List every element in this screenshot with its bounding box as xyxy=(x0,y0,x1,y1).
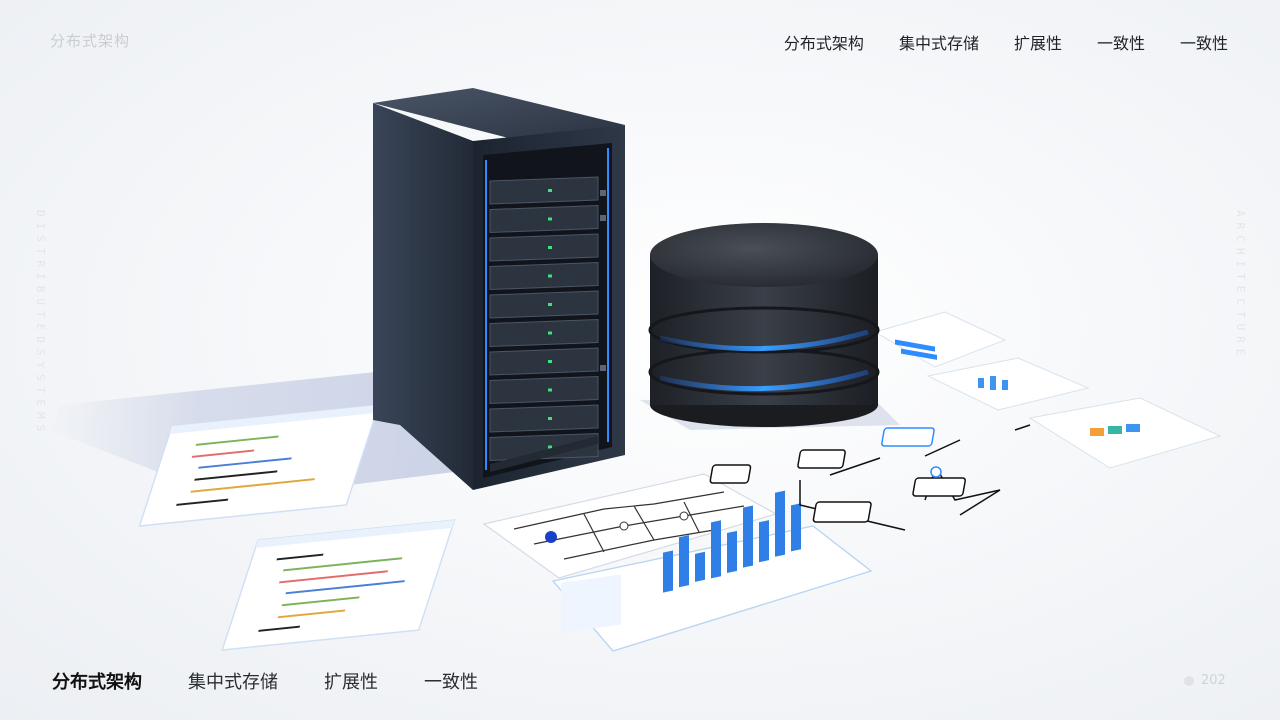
code-card-2 xyxy=(221,519,456,651)
server-led xyxy=(548,388,552,392)
top-nav-item-centralized-storage[interactable]: 集中式存储 xyxy=(898,34,979,53)
top-nav-item-consistency[interactable]: 一致性 xyxy=(1096,34,1145,53)
top-nav-item-distributed-architecture[interactable]: 分布式架构 xyxy=(783,34,864,53)
bar-chart-card xyxy=(551,490,873,652)
server-bay xyxy=(489,233,599,262)
circuit-node-highlight xyxy=(545,531,557,543)
page-number: 202 xyxy=(1201,673,1226,688)
server-bay xyxy=(489,261,599,291)
mini-chart-card-3 xyxy=(1028,397,1222,469)
server-bay xyxy=(489,290,599,319)
bottom-nav-item-consistency[interactable]: 一致性 xyxy=(424,672,478,693)
server-bay xyxy=(489,204,599,234)
server-led xyxy=(548,274,552,278)
server-bays xyxy=(489,176,599,472)
dot-icon xyxy=(1184,675,1194,686)
server-bay xyxy=(489,404,599,433)
database-cylinder-icon xyxy=(648,223,880,427)
decorative-vertical-text-left: DISTRIBUTEDSYSTEMS xyxy=(34,210,47,438)
server-bay xyxy=(489,176,599,205)
server-bay xyxy=(489,347,599,376)
server-bay xyxy=(489,432,599,462)
server-led xyxy=(548,417,552,420)
top-nav-item-scalability[interactable]: 扩展性 xyxy=(1013,34,1062,53)
decorative-vertical-text-right: ARCHITECTURE xyxy=(1234,210,1247,362)
brand-logo[interactable]: 分布式架构 xyxy=(50,32,131,50)
bottom-nav: 分布式架构 集中式存储 扩展性 一致性 xyxy=(52,668,478,694)
bottom-nav-item-centralized-storage[interactable]: 集中式存储 xyxy=(188,672,278,693)
bottom-nav-item-distributed-architecture[interactable]: 分布式架构 xyxy=(52,672,142,693)
mini-chart-card-1 xyxy=(873,311,1007,368)
server-top xyxy=(373,88,625,141)
server-bay xyxy=(489,318,599,348)
top-nav: 分布式架构 集中式存储 扩展性 一致性 一致性 xyxy=(784,30,1228,54)
server-led xyxy=(548,189,552,192)
page-indicator: 202 xyxy=(1184,673,1226,688)
server-side xyxy=(373,103,473,490)
code-card-1 xyxy=(138,404,380,527)
server-vent xyxy=(490,436,598,472)
server-rack-icon xyxy=(373,88,625,490)
server-led xyxy=(548,331,552,335)
bottom-nav-item-scalability[interactable]: 扩展性 xyxy=(324,672,378,693)
server-led xyxy=(548,217,552,221)
server-led xyxy=(548,360,552,363)
server-led xyxy=(548,303,552,306)
server-led xyxy=(548,445,552,449)
server-led xyxy=(548,246,552,249)
flowchart-diagram xyxy=(709,424,1031,531)
mini-chart-card-2 xyxy=(926,357,1090,411)
top-nav-item-consistency-2[interactable]: 一致性 xyxy=(1179,34,1228,53)
server-bay xyxy=(489,375,599,405)
bar-chart-table xyxy=(561,574,621,633)
